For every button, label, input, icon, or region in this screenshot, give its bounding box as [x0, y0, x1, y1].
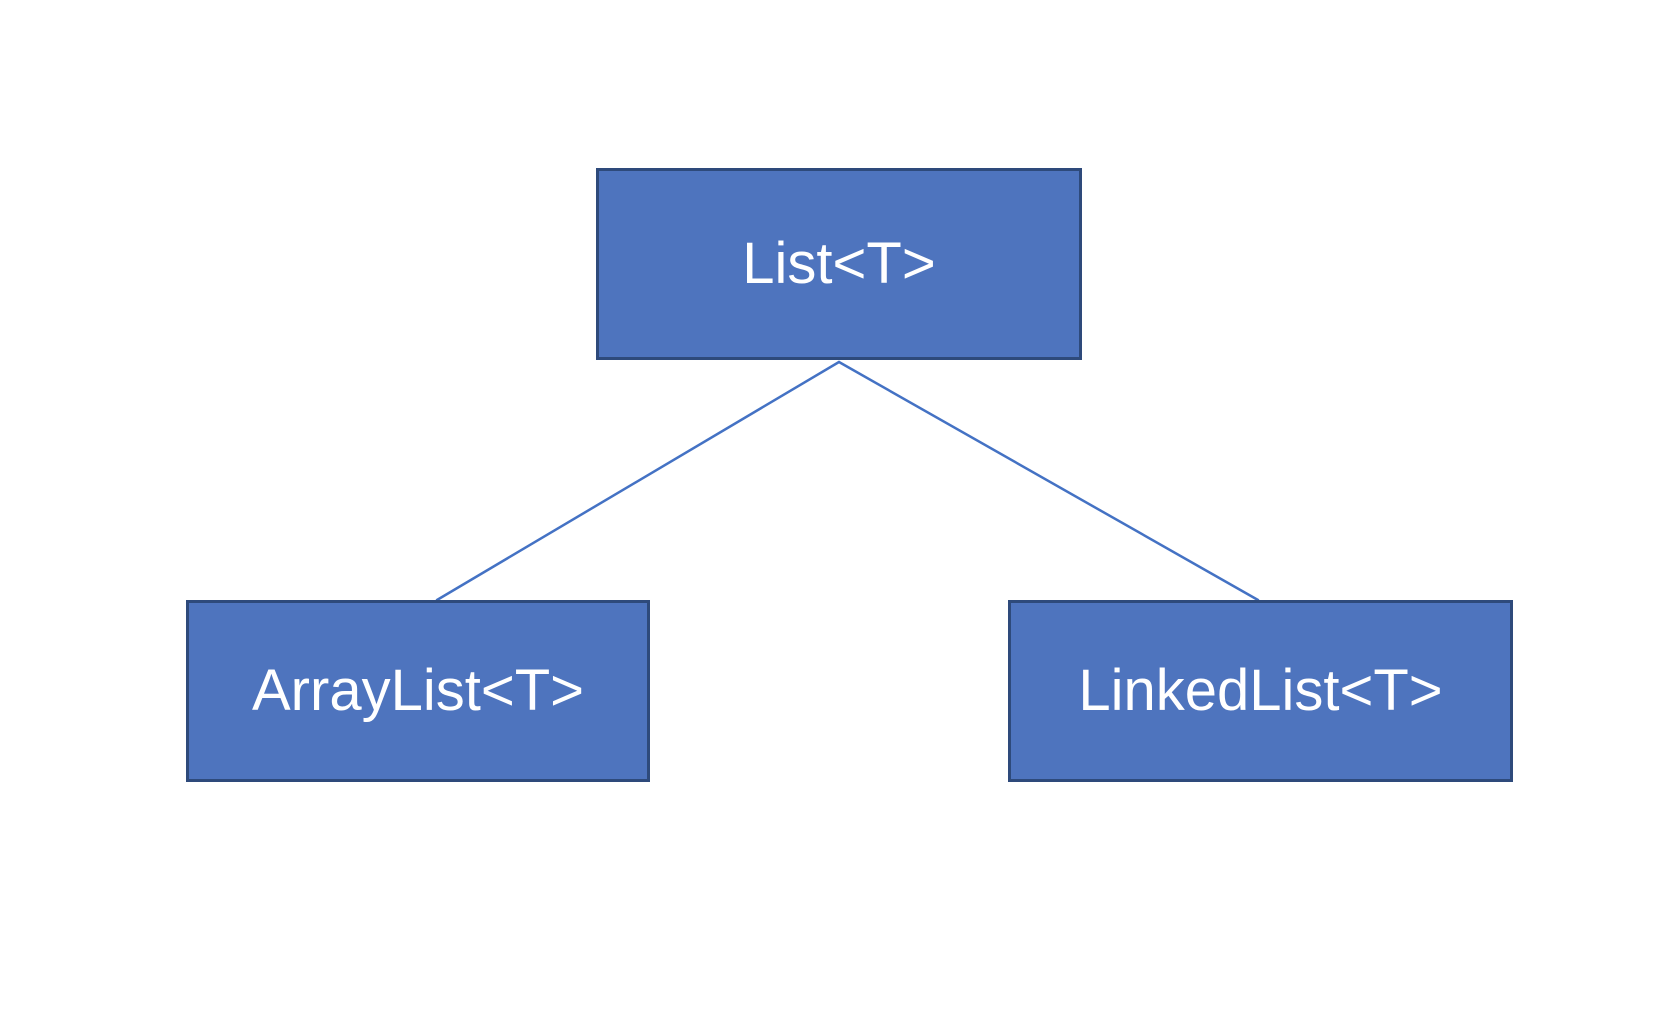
connector-root-to-arraylist — [435, 360, 841, 602]
node-list-label: List<T> — [742, 231, 936, 297]
node-linkedlist[interactable]: LinkedList<T> — [1008, 600, 1513, 782]
connector-root-to-linkedlist — [837, 360, 1260, 602]
node-linkedlist-label: LinkedList<T> — [1078, 658, 1443, 724]
node-arraylist-label: ArrayList<T> — [252, 658, 584, 724]
node-arraylist[interactable]: ArrayList<T> — [186, 600, 650, 782]
node-list[interactable]: List<T> — [596, 168, 1082, 360]
